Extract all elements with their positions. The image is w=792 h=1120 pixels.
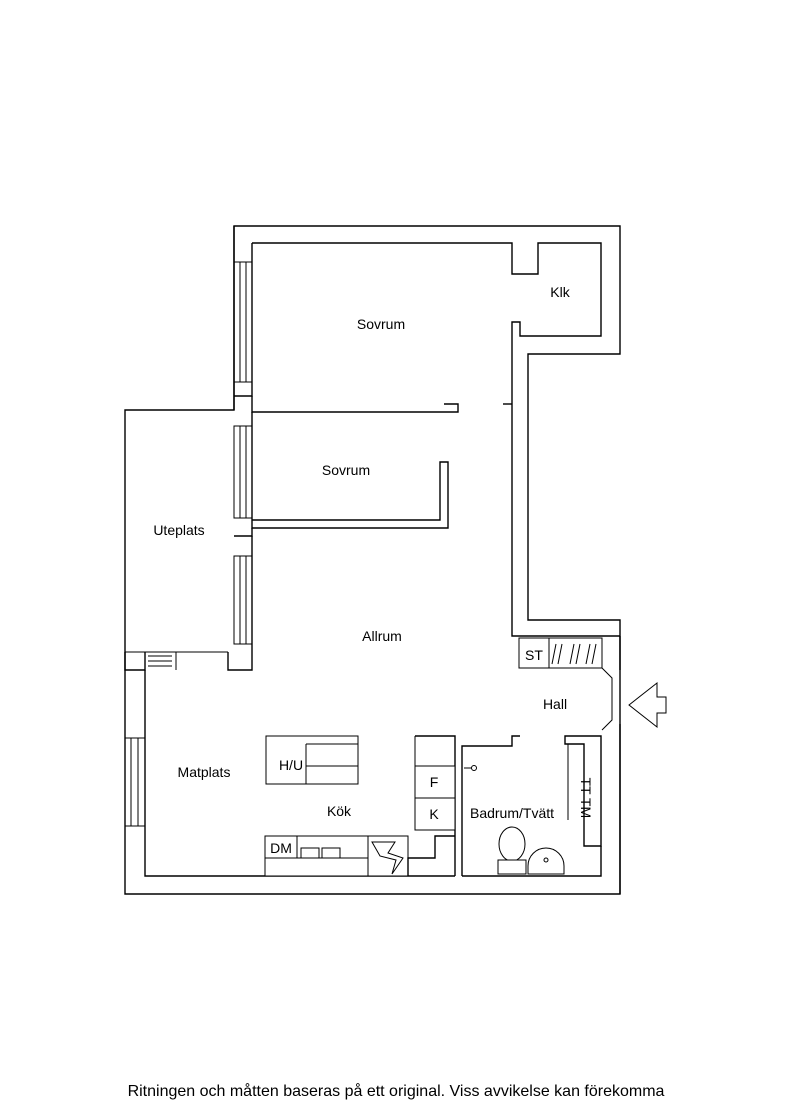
- room-label-badrum: Badrum/Tvätt: [470, 805, 554, 821]
- fixture-label-st: ST: [525, 647, 543, 663]
- hall-walls: [518, 636, 621, 894]
- disclaimer-text: Ritningen och måtten baseras på ett orig…: [127, 1083, 665, 1100]
- closet-icon: [551, 643, 597, 665]
- windows: [124, 261, 253, 827]
- fixture-label-dm: DM: [270, 840, 292, 856]
- room-label-sovrum: Sovrum: [357, 316, 405, 332]
- fixture-label-k: K: [429, 806, 439, 822]
- room-label-klk: Klk: [550, 284, 570, 300]
- fixture-label-f: F: [430, 774, 439, 790]
- room-label-matplats: Matplats: [178, 764, 231, 780]
- fixture-label-tm: TM: [578, 798, 594, 818]
- room-label-sovrum-2: Sovrum: [322, 462, 370, 478]
- bathroom-fixtures: [464, 765, 565, 875]
- room-label-allrum: Allrum: [362, 628, 402, 644]
- room-label-hall: Hall: [543, 696, 567, 712]
- toilet-icon: [498, 826, 526, 862]
- fixture-label-hu: H/U: [279, 757, 303, 773]
- entrance-arrow-icon: [628, 681, 667, 729]
- fixture-label-tt: TT: [578, 777, 594, 795]
- room-label-kok: Kök: [327, 803, 352, 819]
- sink-icon: [527, 847, 565, 875]
- bedroom-walls: [227, 396, 512, 671]
- room-label-uteplats: Uteplats: [153, 522, 204, 538]
- kitchen-fixtures: [264, 735, 456, 877]
